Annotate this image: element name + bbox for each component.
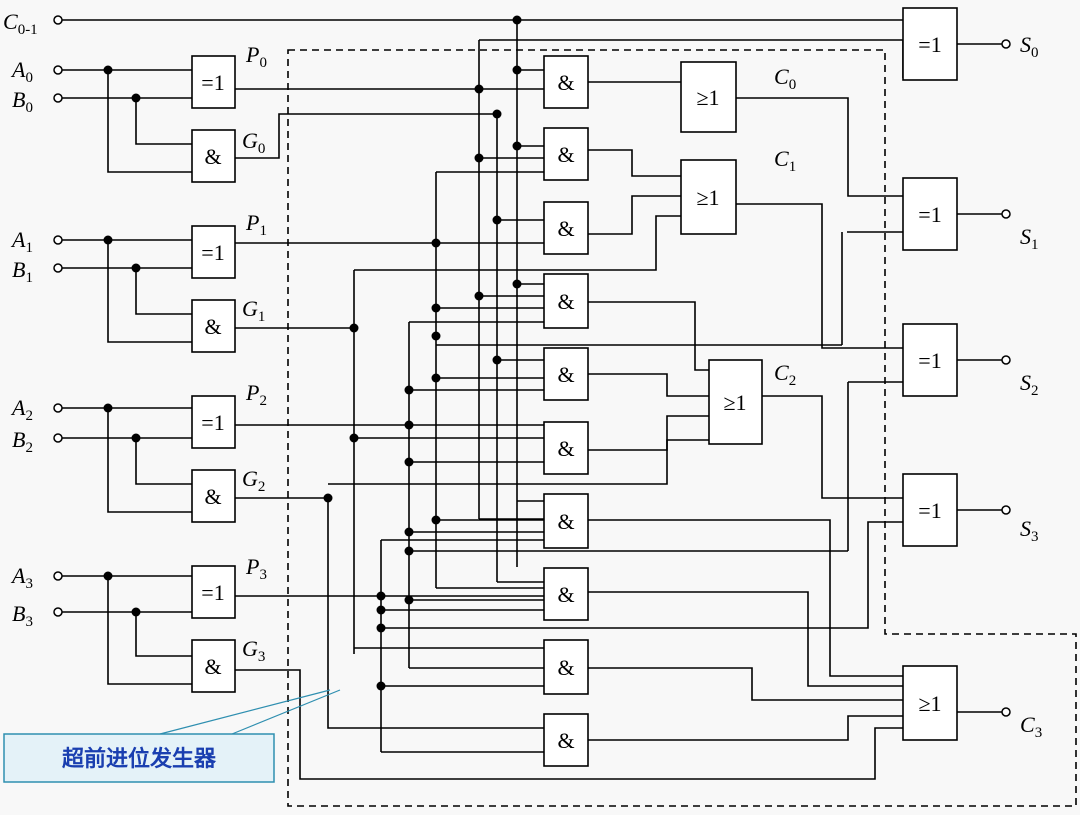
or-gate-c3 — [902, 665, 958, 741]
and-gate-la1 — [543, 55, 589, 109]
label-c3: C3 — [1020, 712, 1042, 741]
xor-symbol: =1 — [201, 240, 224, 265]
label-s2: S2 — [1020, 370, 1039, 399]
lookahead-boundary — [287, 49, 1077, 807]
and-gate-la6 — [543, 421, 589, 475]
label-c2: C2 — [774, 360, 796, 389]
xor-symbol: =1 — [918, 498, 941, 523]
or-gate-c1 — [680, 159, 737, 235]
and-symbol: & — [557, 289, 574, 314]
label-a0: A0 — [10, 57, 33, 86]
wires — [62, 19, 1002, 780]
xor-symbol: =1 — [201, 580, 224, 605]
xor-gate-s1 — [902, 177, 958, 251]
and-symbol: & — [204, 484, 221, 509]
xor-symbol: =1 — [201, 410, 224, 435]
label-carry-in: C0-1 — [3, 9, 38, 38]
and-symbol: & — [557, 70, 574, 95]
and-gate-la2 — [543, 127, 589, 181]
xor-gate-p2 — [191, 395, 236, 449]
and-symbol: & — [557, 728, 574, 753]
xor-symbol: =1 — [918, 348, 941, 373]
or-symbol: ≥1 — [696, 85, 719, 110]
label-a3: A3 — [10, 563, 33, 592]
or-symbol: ≥1 — [723, 390, 746, 415]
and-gate-g3 — [191, 639, 236, 693]
and-gate-la5 — [543, 347, 589, 401]
label-c1: C1 — [774, 146, 796, 175]
label-g1: G1 — [242, 296, 265, 325]
label-s1: S1 — [1020, 224, 1039, 253]
label-b2: B2 — [12, 427, 33, 456]
terminals — [53, 15, 1011, 717]
and-gate-g1 — [191, 299, 236, 353]
label-p1: P1 — [245, 210, 267, 239]
xor-gate-p1 — [191, 225, 236, 279]
label-b0: B0 — [12, 87, 33, 116]
xor-gate-p0 — [191, 55, 236, 109]
and-symbol: & — [557, 582, 574, 607]
and-symbol: & — [204, 654, 221, 679]
and-gate-la4 — [543, 273, 589, 329]
xor-gate-p3 — [191, 565, 236, 619]
and-gate-la3 — [543, 201, 589, 255]
callout-label: 超前进位发生器 — [62, 746, 217, 772]
xor-gate-s0 — [902, 7, 958, 81]
label-c0: C0 — [774, 64, 796, 93]
gates — [191, 7, 958, 767]
and-symbol: & — [557, 362, 574, 387]
gate-symbols: =1 =1 =1 =1 & & & & & & & & & & & & & & … — [201, 32, 941, 753]
label-p2: P2 — [245, 380, 267, 409]
xor-symbol: =1 — [918, 202, 941, 227]
label-s0: S0 — [1020, 32, 1039, 61]
or-symbol: ≥1 — [918, 691, 941, 716]
and-gate-la10 — [543, 713, 589, 767]
label-a2: A2 — [10, 395, 33, 424]
or-symbol: ≥1 — [696, 185, 719, 210]
label-s3: S3 — [1020, 516, 1039, 545]
xor-gate-s2 — [902, 323, 958, 397]
label-g3: G3 — [242, 636, 265, 665]
junction-dots — [103, 15, 522, 691]
and-symbol: & — [557, 216, 574, 241]
and-gate-la9 — [543, 639, 589, 695]
or-gate-c0 — [680, 61, 737, 133]
and-symbol: & — [557, 655, 574, 680]
label-a1: A1 — [10, 227, 33, 256]
labels: C0-1 A0 B0 A1 B1 A2 B2 A3 B3 P0 G0 P1 G1… — [3, 9, 1042, 741]
xor-symbol: =1 — [918, 32, 941, 57]
label-g2: G2 — [242, 466, 265, 495]
callout-box: 超前进位发生器 — [3, 733, 275, 783]
and-gate-la8 — [543, 567, 589, 621]
and-symbol: & — [557, 436, 574, 461]
and-gate-la7 — [543, 493, 589, 549]
or-gate-c2 — [708, 359, 763, 445]
and-gate-g2 — [191, 469, 236, 523]
label-p3: P3 — [245, 554, 267, 583]
label-b1: B1 — [12, 257, 33, 286]
and-gate-g0 — [191, 129, 236, 183]
and-symbol: & — [557, 142, 574, 167]
label-p0: P0 — [245, 42, 267, 71]
xor-gate-s3 — [902, 473, 958, 547]
xor-symbol: =1 — [201, 70, 224, 95]
and-symbol: & — [204, 144, 221, 169]
and-symbol: & — [204, 314, 221, 339]
label-b3: B3 — [12, 601, 33, 630]
label-g0: G0 — [242, 128, 265, 157]
and-symbol: & — [557, 509, 574, 534]
